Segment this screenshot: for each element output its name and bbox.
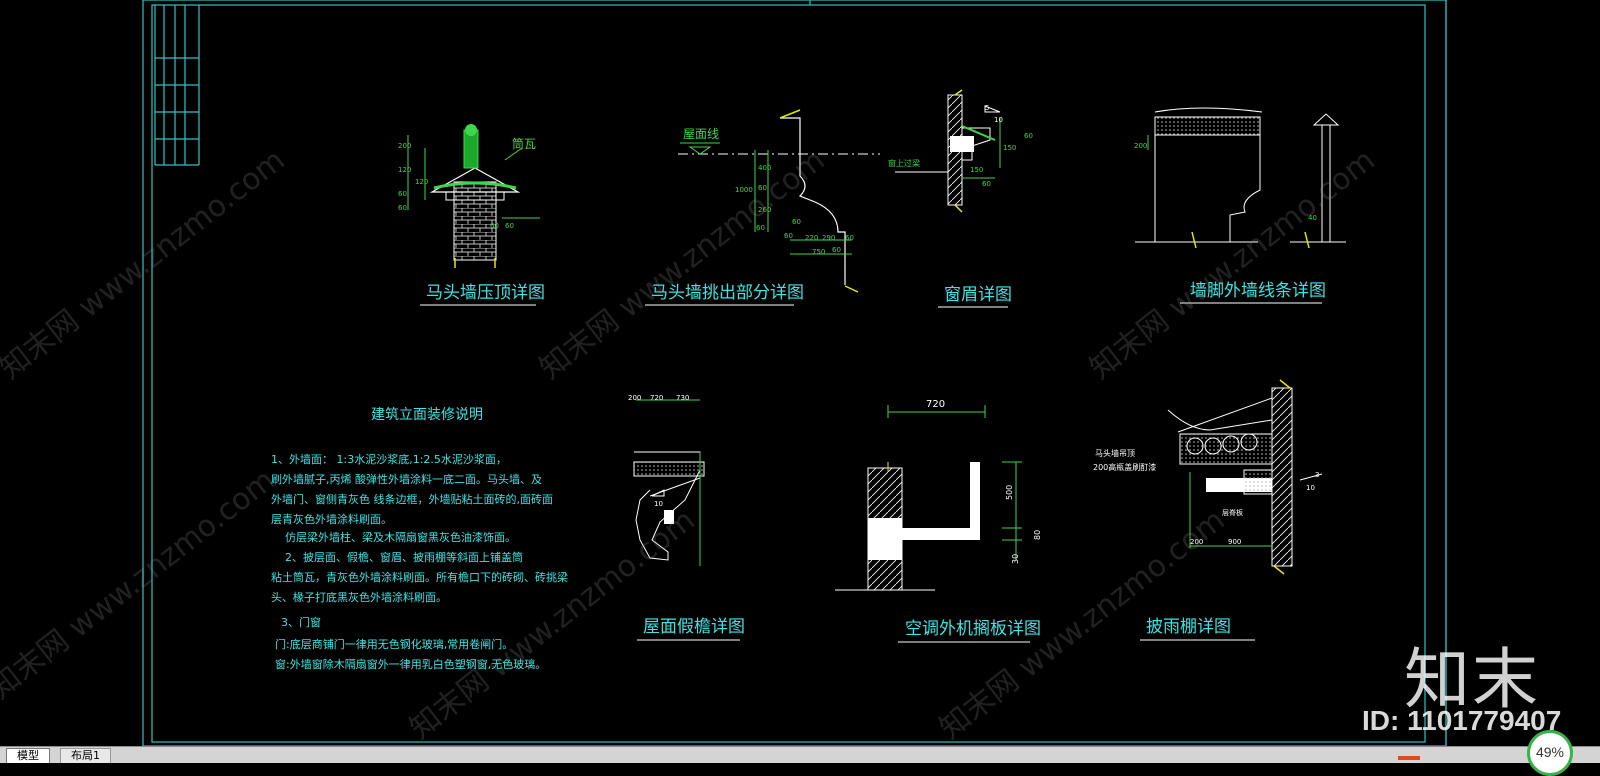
watermark-diag: 知末网 www.znzmo.com xyxy=(0,463,282,707)
dim-60-f: 60 xyxy=(756,224,765,232)
title-ac-bracket: 空调外机搁板详图 xyxy=(905,619,1041,639)
zoom-level-badge[interactable]: 49% xyxy=(1527,730,1573,776)
detail-rain-canopy xyxy=(1167,379,1323,575)
notes-title: 建筑立面装修说明 xyxy=(371,407,483,423)
dim-10-a: 10 xyxy=(994,116,1003,124)
watermark-diag: 知末网 www.znzmo.com xyxy=(533,143,831,387)
status-indicator xyxy=(1398,756,1420,760)
dim-220: 220 xyxy=(805,234,818,242)
dim-60-g: 60 xyxy=(792,218,801,226)
diagonal-watermarks: 知末网 www.znzmo.com 知末网 www.znzmo.com 知末网 … xyxy=(0,143,1382,746)
watermark-diag: 知末网 www.znzmo.com xyxy=(1083,143,1381,387)
dim-750: 750 xyxy=(812,248,825,256)
dim-120-b: 120 xyxy=(415,178,428,186)
watermark-diag: 知末网 www.znzmo.com xyxy=(0,143,292,387)
dim-60-b: 60 xyxy=(398,204,407,212)
dim-150-a: 150 xyxy=(1003,144,1016,152)
notes-line: 外墙门、窗侧青灰色 线条边框，外墙贴粘土面砖的,面砖面 xyxy=(271,492,553,506)
label-matou-note2: 200高瓶盖刷酊漆 xyxy=(1093,462,1156,472)
notes-line: 3、门窗 xyxy=(281,615,321,629)
title-false-eave: 屋面假檐详图 xyxy=(643,617,745,637)
notes-body: 1、外墙面： 1:3水泥沙浆底,1:2.5水泥沙浆面， 刷外墙腻子,丙烯 酸弹性… xyxy=(271,452,568,671)
cad-drawing-canvas[interactable]: 筒瓦 200 120 120 60 60 60 60 屋面线 1000 400 … xyxy=(0,0,1600,746)
dim-10-c: 10 xyxy=(1306,484,1315,492)
detail-window-eyebrow xyxy=(895,89,1001,213)
title-wall-base: 墙脚外墙线条详图 xyxy=(1190,281,1326,301)
tab-model[interactable]: 模型 xyxy=(6,748,50,763)
dim-200-a: 200 xyxy=(398,142,411,150)
dim-60-h: 60 xyxy=(784,232,793,240)
tab-layout1[interactable]: 布局1 xyxy=(60,748,111,763)
label-shuini: 层脊板 xyxy=(1222,508,1243,517)
dim-290: 290 xyxy=(822,234,835,242)
dim-260: 260 xyxy=(758,206,771,214)
dim-730: 730 xyxy=(676,394,689,402)
detail-parapet-cap xyxy=(407,124,540,268)
notes-line: 刷外墙腻子,丙烯 酸弹性外墙涂料一底二面。马头墙、及 xyxy=(271,472,542,486)
dim-60-e: 60 xyxy=(758,184,767,192)
dim-80: 80 xyxy=(1033,530,1042,540)
dim-60-a: 60 xyxy=(398,190,407,198)
notes-line: 层青灰色外墙涂料刷面。 xyxy=(271,512,392,526)
dim-40: 40 xyxy=(1308,214,1317,222)
title-parapet-projection: 马头墙挑出部分详图 xyxy=(651,283,804,303)
notes-line: 2、披层面、假檐、窗眉、披雨棚等斜面上铺盖筒 xyxy=(285,550,523,564)
dim-30: 30 xyxy=(1011,554,1020,564)
detail-parapet-projection xyxy=(678,109,880,293)
dim-60-c: 60 xyxy=(490,222,499,230)
dim-120-a: 120 xyxy=(398,166,411,174)
dim-60-l: 60 xyxy=(982,180,991,188)
dim-200-c: 200 xyxy=(628,394,641,402)
dim-720-b: 720 xyxy=(926,399,945,410)
cad-model-viewport[interactable]: 筒瓦 200 120 120 60 60 60 60 屋面线 1000 400 … xyxy=(0,0,1600,746)
label-tongwa: 筒瓦 xyxy=(512,136,536,151)
dim-60-k: 60 xyxy=(1024,132,1033,140)
notes-line: 仿层梁外墙柱、梁及木隔扇窗黑灰色油漆饰面。 xyxy=(285,530,516,544)
dim-900: 900 xyxy=(1228,538,1241,546)
detail-titles: 马头墙压顶详图 马头墙挑出部分详图 窗眉详图 墙脚外墙线条详图 屋面假檐详图 空… xyxy=(426,281,1326,639)
notes-line: 窗:外墙窗除木隔扇窗外一律用乳白色塑钢窗,无色玻璃。 xyxy=(275,657,546,671)
notes-line: 1、外墙面： 1:3水泥沙浆底,1:2.5水泥沙浆面， xyxy=(271,452,507,466)
layout-tab-bar: 模型 布局1 xyxy=(0,746,1600,763)
watermark-id: ID: 1101779407 xyxy=(1362,705,1562,736)
dim-200-b: 200 xyxy=(1134,142,1147,150)
title-rain-canopy: 披雨棚详图 xyxy=(1146,617,1231,637)
label-wumianxian: 屋面线 xyxy=(683,127,719,141)
detail-ac-bracket xyxy=(835,405,1022,591)
dim-150-b: 150 xyxy=(970,166,983,174)
detail-false-eave xyxy=(633,399,705,566)
dim-60-d: 60 xyxy=(505,222,514,230)
title-parapet-cap: 马头墙压顶详图 xyxy=(426,283,545,303)
dim-60-j: 60 xyxy=(832,246,841,254)
dim-10-b: 10 xyxy=(654,500,663,508)
dim-60-i: 60 xyxy=(845,234,854,242)
dim-500: 500 xyxy=(1005,485,1014,500)
dim-3: 3 xyxy=(1315,471,1319,479)
dim-720-a: 720 xyxy=(650,394,663,402)
dim-200-d: 200 xyxy=(1190,538,1203,546)
label-matou-note1: 马头墙吊顶 xyxy=(1095,448,1135,458)
watermark-brand-logo: 知末 xyxy=(1404,641,1540,718)
dim-1000: 1000 xyxy=(735,186,753,194)
dim-400: 400 xyxy=(758,164,771,172)
title-window-eyebrow: 窗眉详图 xyxy=(944,285,1012,305)
drawing-frame xyxy=(142,0,1447,746)
notes-line: 门:底层商铺门一律用无色钢化玻璃,常用卷闸门。 xyxy=(275,637,513,651)
dim-5: 5 xyxy=(985,104,989,112)
notes-line: 粘土筒瓦，青灰色外墙涂料刷面。所有檐口下的砖砌、砖挑梁 xyxy=(271,570,568,584)
title-underlines xyxy=(420,302,1322,643)
notes-line: 头、椽子打底黑灰色外墙涂料刷面。 xyxy=(271,590,447,604)
label-chuangshang: 窗上过梁 xyxy=(888,158,920,168)
detail-wall-base-moulding xyxy=(1135,107,1346,249)
